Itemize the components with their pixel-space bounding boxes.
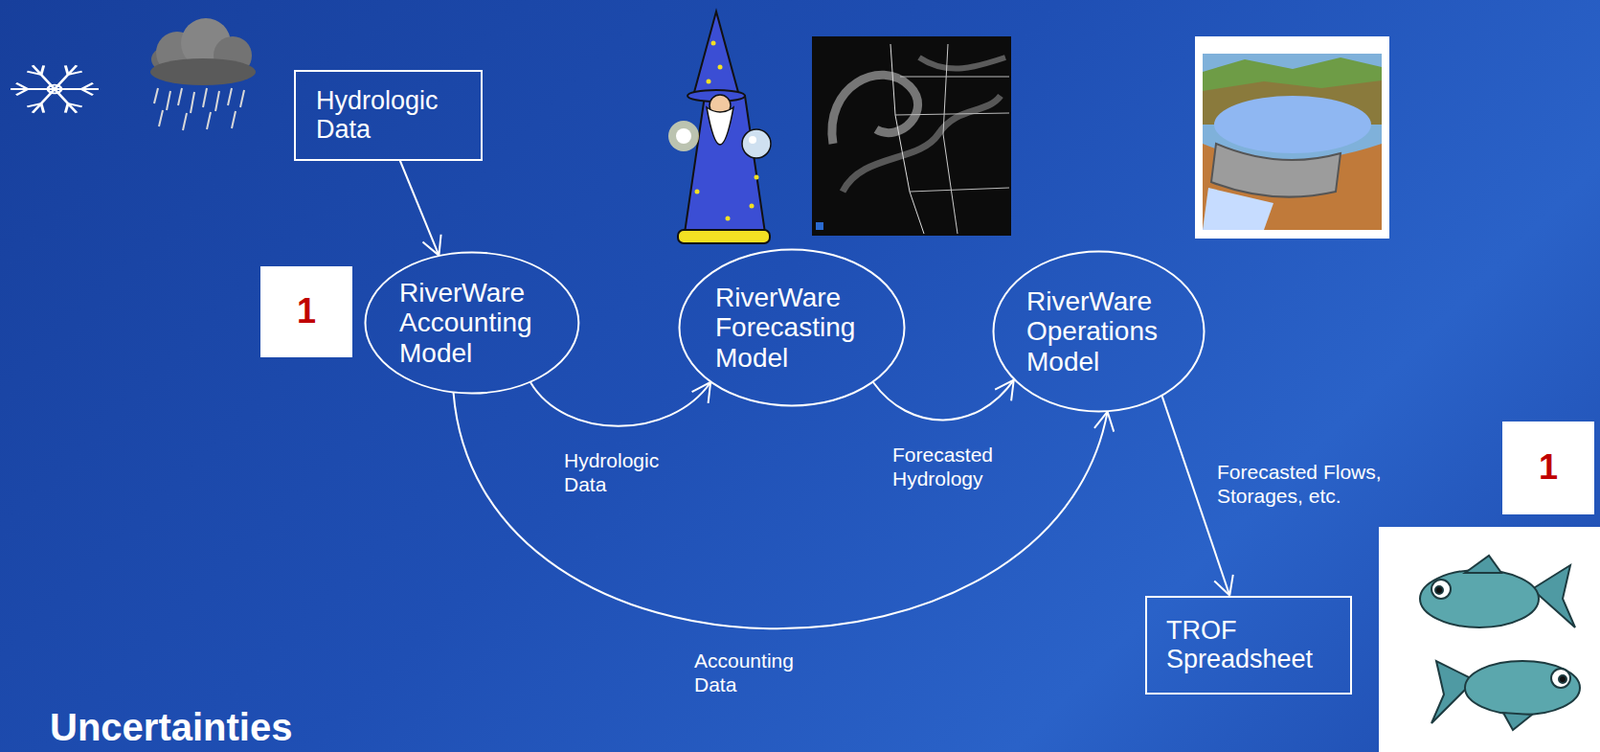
fish-picture	[1378, 526, 1600, 752]
arrow-head	[994, 380, 1015, 402]
text-holder: TROF Spreadsheet	[1166, 615, 1331, 674]
arrow-head	[692, 382, 712, 404]
data-box: Hydrologic Data	[293, 69, 483, 161]
edge-label: Forecasted Hydrology	[892, 442, 1010, 491]
model-ellipse: RiverWare Accounting Model	[363, 250, 581, 395]
snowflake-icon	[10, 62, 99, 116]
text-holder: RiverWare Forecasting Model	[715, 282, 869, 373]
connector-line	[873, 380, 1015, 421]
output-box: TROF Spreadsheet	[1145, 595, 1353, 695]
callout-number: 1	[287, 292, 326, 331]
model-name: RiverWare Forecasting Model	[715, 282, 869, 373]
connector-line	[400, 160, 440, 256]
callout-box: 1	[260, 266, 353, 358]
connector-line	[530, 382, 711, 427]
connector	[873, 380, 1015, 421]
text-holder: 1	[287, 292, 326, 331]
satellite-image	[811, 36, 1012, 236]
dam-picture	[1194, 36, 1390, 239]
model-name: RiverWare Accounting Model	[399, 277, 545, 368]
box-text: TROF Spreadsheet	[1166, 615, 1331, 674]
connector	[400, 160, 442, 256]
arrow-head	[422, 234, 441, 256]
model-ellipse: RiverWare Operations Model	[991, 249, 1206, 413]
edge-label: Hydrologic Data	[563, 448, 677, 496]
ellipse-border	[365, 252, 580, 394]
connector	[453, 392, 1115, 629]
text-holder: 1	[1529, 448, 1568, 487]
model-ellipse: RiverWare Forecasting Model	[677, 247, 906, 407]
connector-line	[453, 392, 1108, 629]
text-holder: RiverWare Operations Model	[1026, 286, 1171, 377]
text-holder: RiverWare Accounting Model	[399, 277, 545, 368]
arrow-head	[1214, 574, 1234, 596]
rain-cloud-icon	[150, 18, 256, 131]
edge-label: Accounting Data	[694, 648, 829, 697]
callout-box: 1	[1502, 421, 1595, 515]
text-holder: Hydrologic Data	[315, 86, 460, 144]
edge-label: Forecasted Flows, Storages, etc.	[1216, 459, 1430, 508]
ellipse-border	[992, 251, 1204, 412]
model-name: RiverWare Operations Model	[1026, 286, 1171, 377]
box-text: Hydrologic Data	[315, 86, 460, 144]
arrow-head	[1094, 411, 1114, 432]
ellipse-border	[679, 249, 905, 406]
section-heading: Uncertainties	[49, 705, 293, 748]
wizard-figure	[668, 11, 771, 244]
callout-number: 1	[1529, 448, 1568, 487]
connector	[530, 382, 711, 427]
